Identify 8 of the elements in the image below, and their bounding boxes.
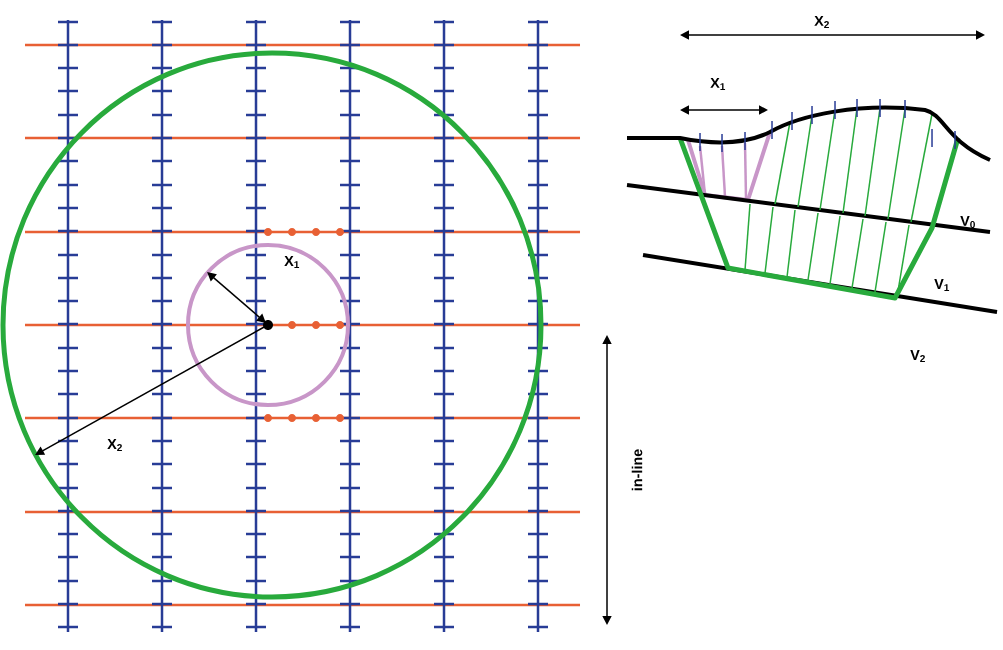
distance-label: X$_{1}$	[710, 77, 726, 91]
distance-label: X$_{2}$	[107, 438, 122, 452]
layer-label: V$_{1}$	[934, 278, 950, 292]
layer-label: V$_{2}$	[910, 349, 925, 363]
layer-label: V$_{0}$	[960, 215, 975, 229]
distance-label: X$_{1}$	[284, 255, 300, 269]
direction-label: in-line	[631, 449, 643, 491]
distance-label: X$_{2}$	[814, 15, 829, 29]
